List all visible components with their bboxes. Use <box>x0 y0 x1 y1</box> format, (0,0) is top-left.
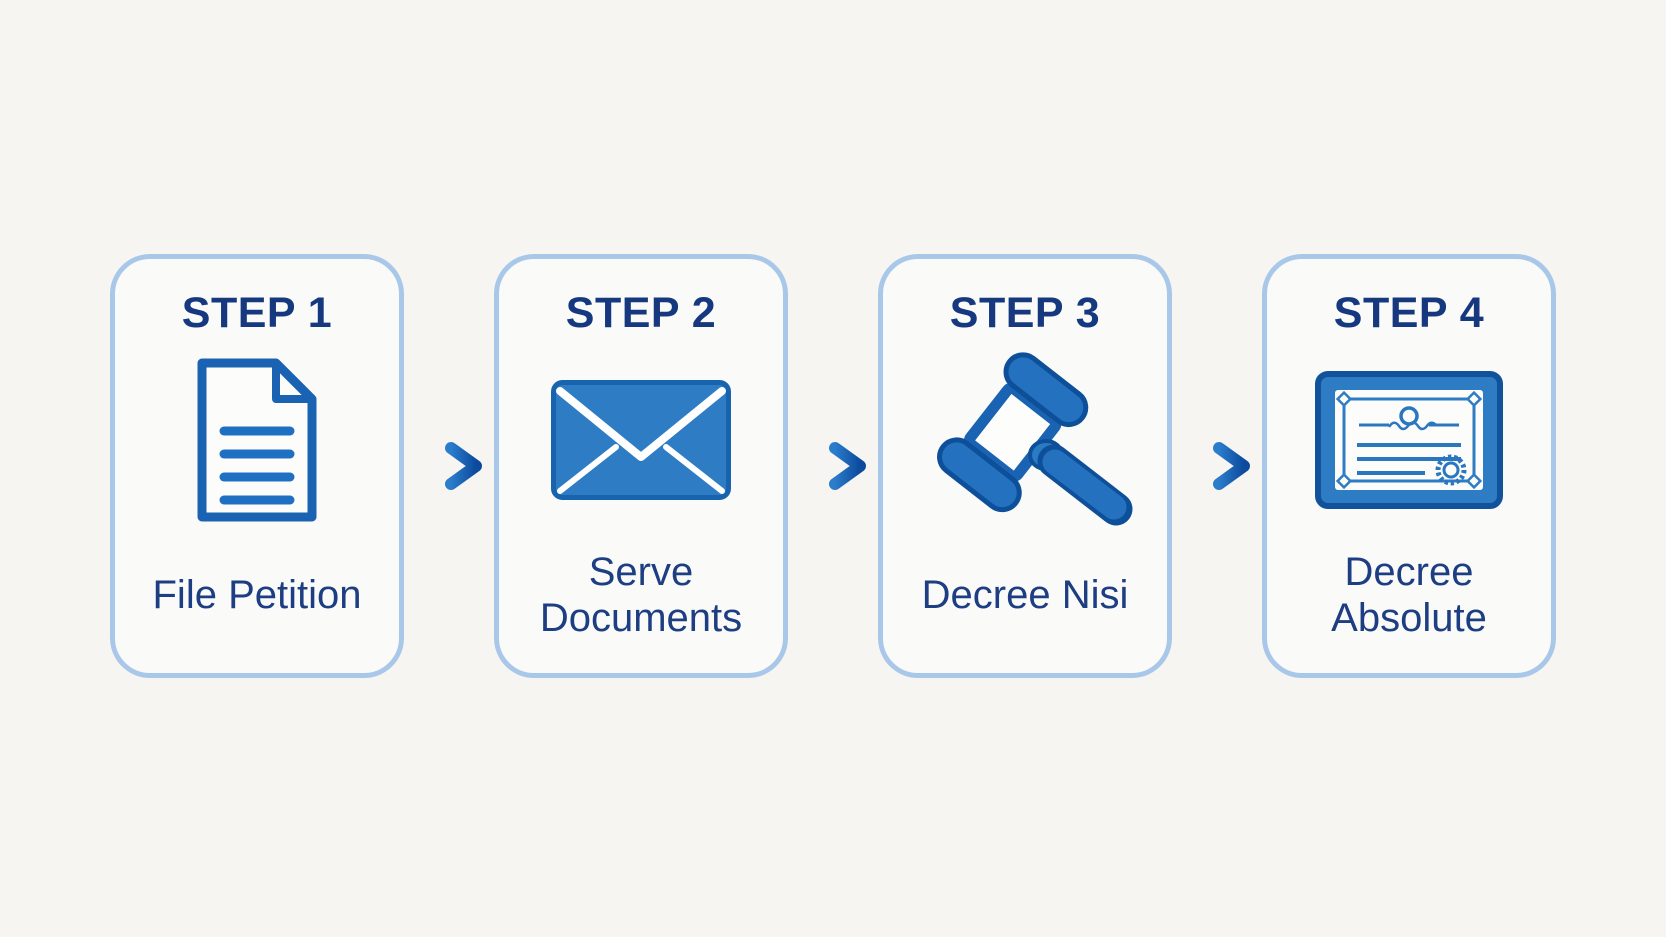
step-card-3: STEP 3 <box>878 253 1172 678</box>
step-card-2: STEP 2 Serve Documents <box>494 253 788 678</box>
document-icon <box>190 355 324 525</box>
envelope-icon <box>550 379 732 501</box>
step-1-label: File Petition <box>152 572 362 617</box>
step-1-heading: STEP 1 <box>181 288 333 337</box>
step-card-4: STEP 4 <box>1262 253 1556 678</box>
gavel-icon <box>910 348 1140 533</box>
flow-row: STEP 1 File Petition <box>110 253 1556 678</box>
step-card-1: STEP 1 File Petition <box>110 253 404 678</box>
step-2-label: Serve Documents <box>539 549 743 640</box>
certificate-icon <box>1313 369 1505 511</box>
step-3-label: Decree Nisi <box>921 572 1129 617</box>
step-1-icon-area <box>123 338 391 543</box>
arrow-right-icon <box>415 441 483 491</box>
arrow-right-icon <box>1183 441 1251 491</box>
step-3-icon-area <box>891 338 1159 543</box>
connector-3 <box>1172 441 1262 491</box>
step-2-icon-area <box>507 338 775 543</box>
step-4-label: Decree Absolute <box>1331 549 1487 640</box>
arrow-right-icon <box>799 441 867 491</box>
step-4-heading: STEP 4 <box>1333 288 1485 337</box>
connector-1 <box>404 441 494 491</box>
step-3-heading: STEP 3 <box>949 288 1101 337</box>
step-2-heading: STEP 2 <box>565 288 717 337</box>
step-4-icon-area <box>1275 338 1543 543</box>
connector-2 <box>788 441 878 491</box>
